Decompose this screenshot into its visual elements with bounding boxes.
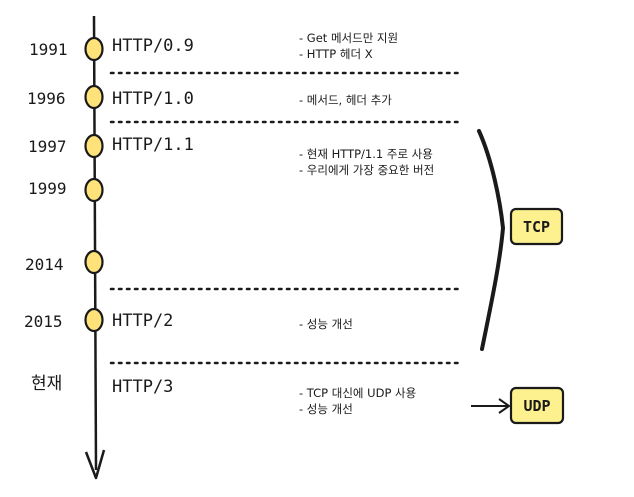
version-label: HTTP/1.1 bbox=[112, 135, 194, 155]
udp-tag bbox=[509, 386, 565, 425]
year-label: 현재 bbox=[31, 374, 62, 394]
timeline-marker bbox=[84, 177, 104, 203]
version-label: HTTP/3 bbox=[112, 377, 173, 397]
version-note: - TCP 대신에 UDP 사용 bbox=[299, 386, 416, 400]
udp-arrowhead bbox=[498, 398, 511, 414]
udp-tag-label: UDP bbox=[523, 397, 550, 415]
version-label: HTTP/2 bbox=[112, 311, 173, 331]
timeline-marker bbox=[84, 84, 104, 110]
version-label: HTTP/0.9 bbox=[112, 36, 194, 56]
timeline-marker bbox=[84, 133, 104, 159]
version-note: - HTTP 헤더 X bbox=[299, 47, 373, 61]
version-note: - 성능 개선 bbox=[299, 402, 353, 416]
year-label: 2015 bbox=[24, 312, 63, 331]
version-note: - 현재 HTTP/1.1 주로 사용 bbox=[299, 147, 433, 161]
version-note: - 메서드, 헤더 추가 bbox=[299, 93, 392, 107]
timeline-axis bbox=[92, 15, 98, 471]
version-note: - 우리에게 가장 중요한 버전 bbox=[299, 163, 434, 177]
version-note: - Get 메서드만 지원 bbox=[299, 31, 398, 45]
year-label: 1996 bbox=[27, 89, 66, 108]
timeline-marker bbox=[84, 36, 104, 62]
year-label: 1991 bbox=[29, 40, 68, 59]
timeline-marker bbox=[84, 307, 104, 333]
version-note: - 성능 개선 bbox=[299, 317, 353, 331]
version-label: HTTP/1.0 bbox=[112, 89, 194, 109]
year-label: 2014 bbox=[25, 255, 64, 274]
tcp-tag-label: TCP bbox=[523, 218, 550, 236]
year-label: 1999 bbox=[28, 179, 67, 198]
timeline-marker bbox=[84, 249, 104, 275]
year-label: 1997 bbox=[28, 137, 67, 156]
tcp-tag bbox=[509, 207, 564, 246]
timeline-arrowhead bbox=[84, 449, 106, 480]
tcp-brace bbox=[477, 129, 506, 351]
